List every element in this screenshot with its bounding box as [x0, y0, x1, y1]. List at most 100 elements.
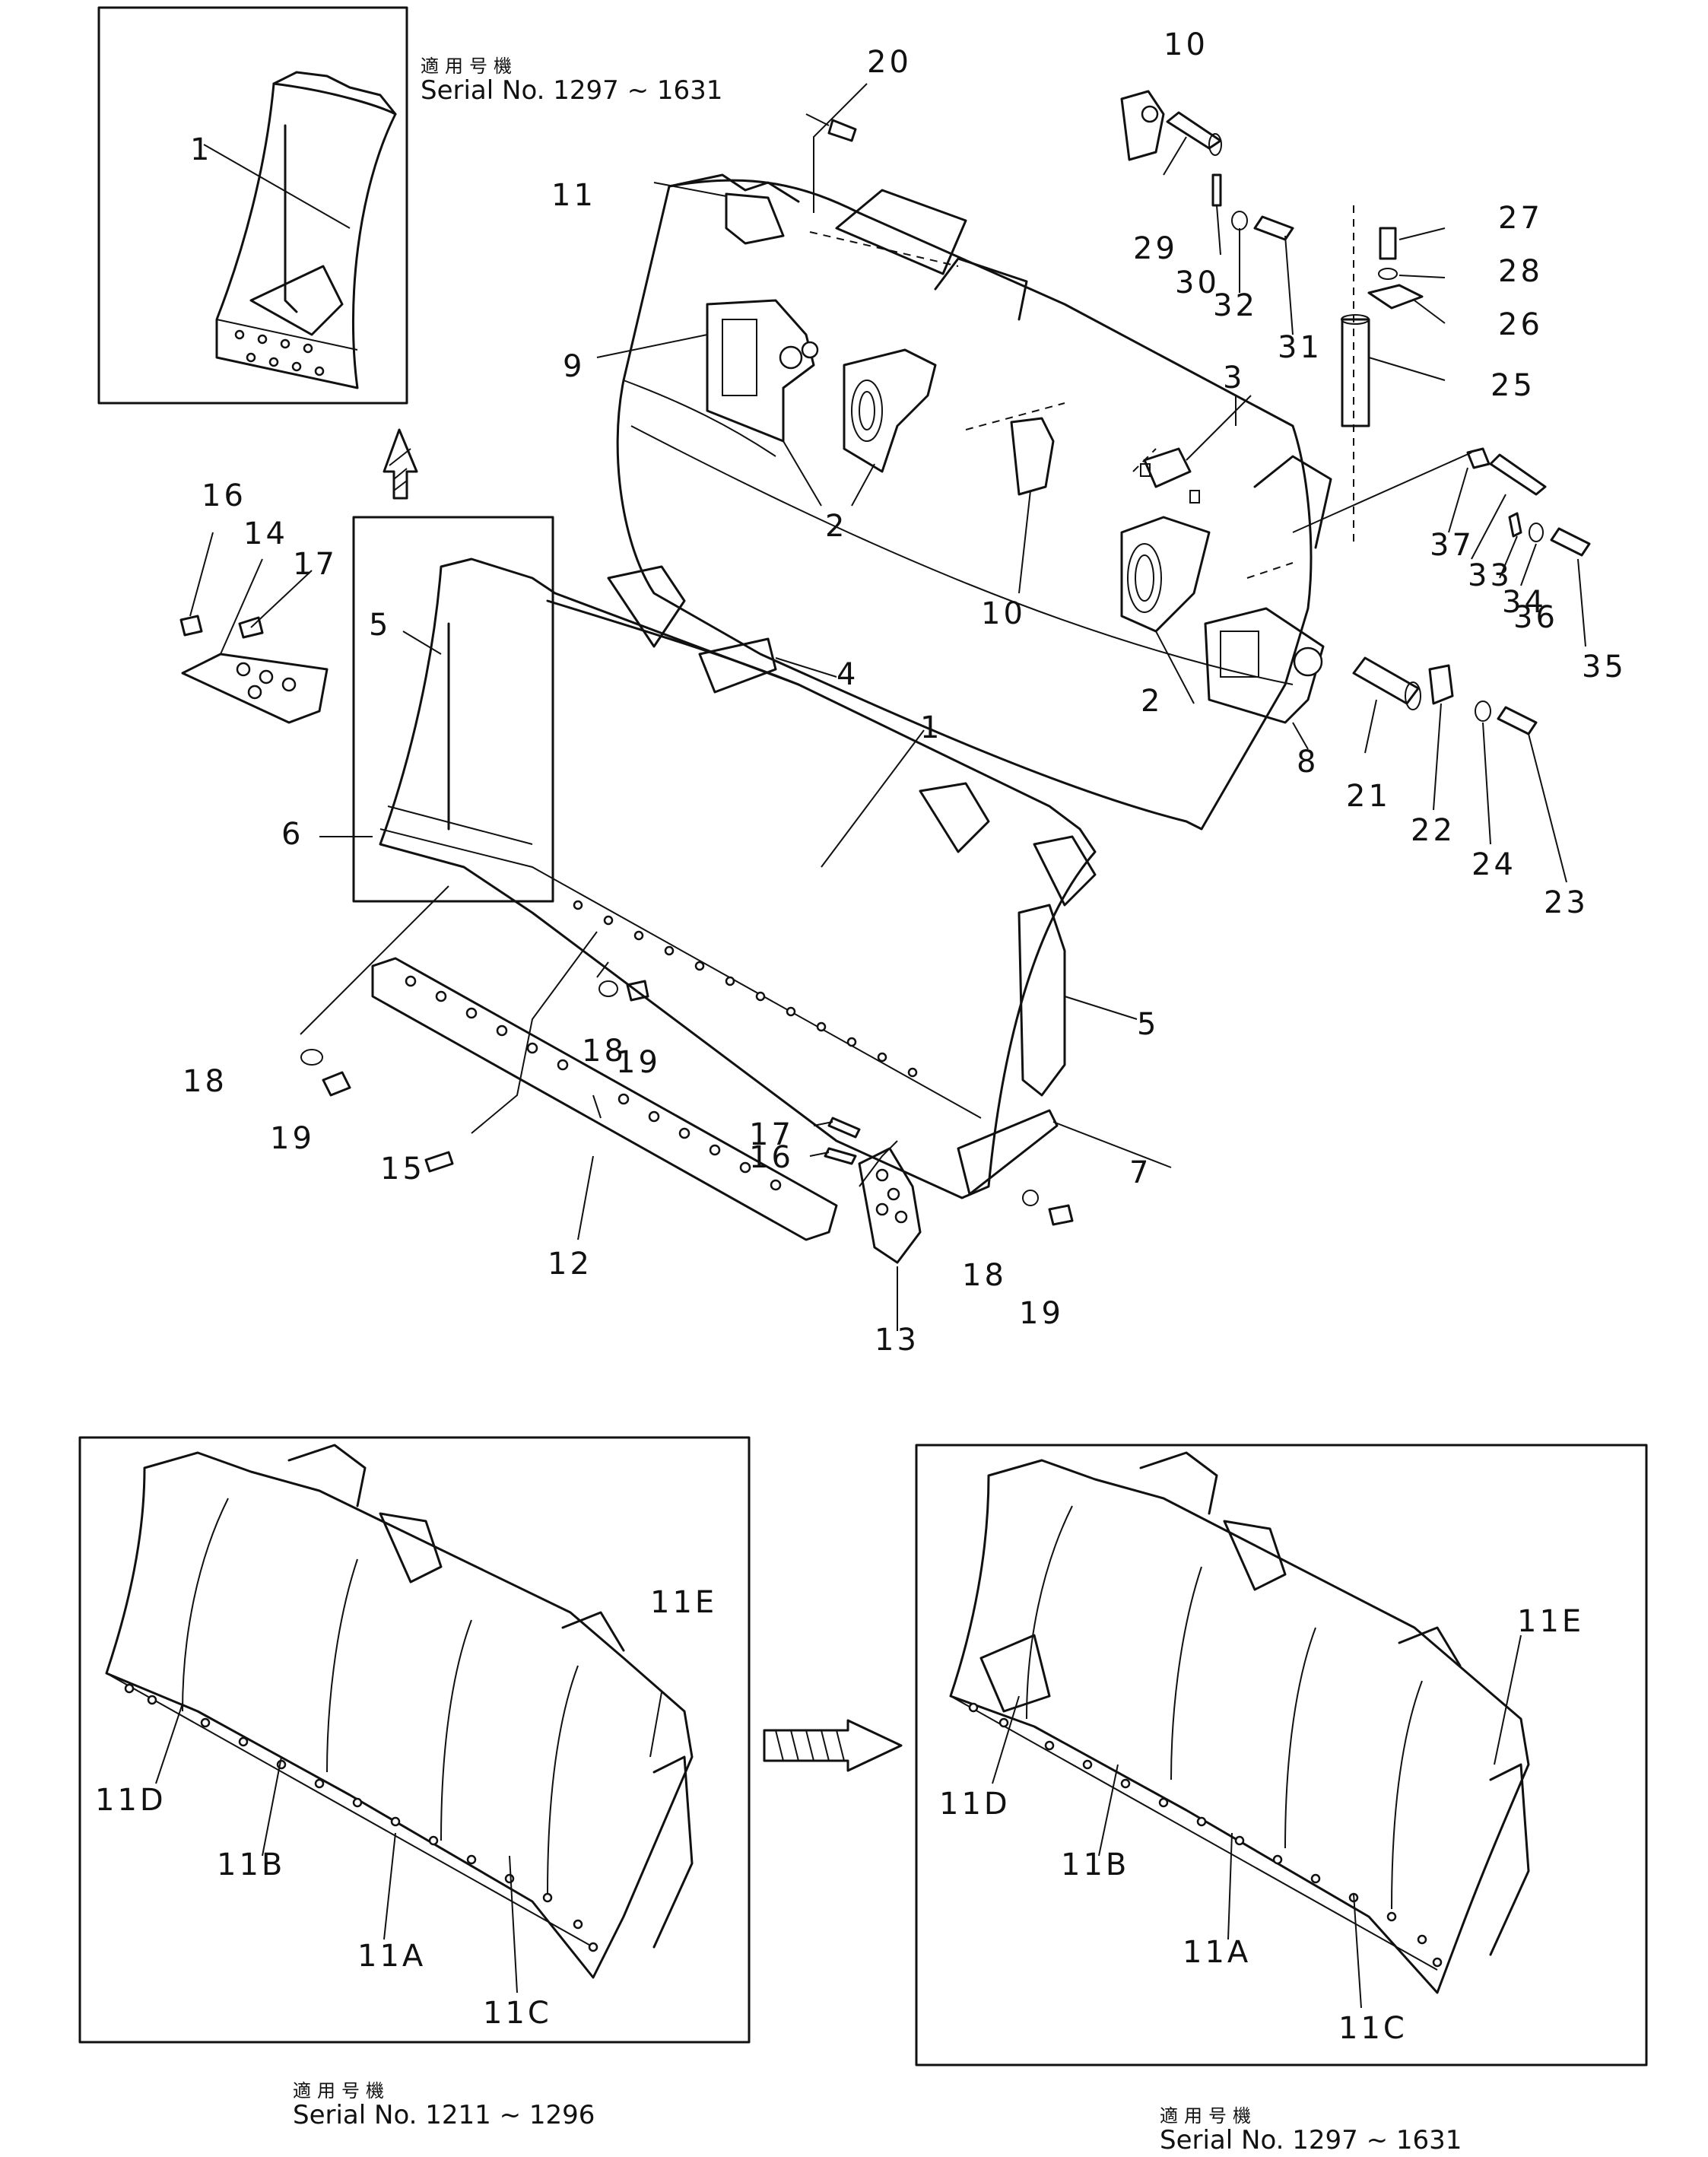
callout-37: 37 [1430, 528, 1475, 563]
bolt-23 [1497, 706, 1538, 735]
callout-21: 21 [1346, 779, 1391, 814]
callout-23: 23 [1544, 885, 1589, 920]
callout-br-11E: 11E [1517, 1604, 1584, 1639]
callout-10-mid: 10 [981, 596, 1026, 631]
callout-19-mid: 19 [616, 1045, 661, 1080]
callout-br-11D: 11D [939, 1787, 1011, 1822]
callout-5-right: 5 [1137, 1007, 1159, 1042]
callout-27: 27 [1498, 201, 1543, 236]
callout-14: 14 [243, 516, 288, 551]
callout-bl-11D: 11D [95, 1783, 167, 1818]
callout-1: 1 [920, 710, 942, 745]
callout-30: 30 [1175, 265, 1220, 300]
callout-inset-1: 1 [190, 132, 212, 167]
callout-25: 25 [1491, 368, 1535, 403]
callout-32: 32 [1213, 288, 1258, 323]
leader-lines [189, 136, 1586, 1331]
washer-18-right [1022, 1190, 1039, 1206]
washer-28 [1378, 268, 1398, 280]
bl-bolt-row [124, 1683, 598, 1952]
bolt-16 [824, 1147, 857, 1165]
plate-26 [1367, 284, 1424, 310]
grease-fitting-37 [1466, 447, 1491, 469]
cutting-edge-holes [405, 975, 782, 1191]
callout-18-right: 18 [962, 1258, 1007, 1293]
blade-rear-outline [616, 179, 1313, 831]
hatched-arrow-up [383, 428, 418, 500]
bolt-34 [1508, 512, 1522, 538]
bracket-2-lower [1120, 516, 1211, 633]
callout-10-top: 10 [1164, 27, 1208, 62]
callout-19-left: 19 [270, 1121, 315, 1156]
callout-17-right: 17 [749, 1117, 794, 1152]
bolt-30 [1211, 173, 1222, 207]
callout-2-upper: 2 [825, 509, 847, 544]
plate-3 [1143, 447, 1192, 488]
inset-bottom-right-jp-label: 適用号機 [1160, 2105, 1257, 2127]
callout-6: 6 [281, 817, 303, 852]
bolt-35 [1550, 527, 1591, 557]
callout-br-11A: 11A [1183, 1935, 1251, 1970]
inset-top-left-serial: Serial No. 1297 ~ 1631 [421, 75, 722, 106]
bolt-17 [827, 1117, 861, 1139]
inset-bottom-right-serial: Serial No. 1297 ~ 1631 [1160, 2125, 1462, 2155]
callout-28: 28 [1498, 254, 1543, 289]
callout-12: 12 [548, 1247, 592, 1282]
callout-7: 7 [1129, 1155, 1151, 1190]
nut-19-right [1048, 1204, 1074, 1226]
bolt-20 [827, 119, 857, 142]
bolt-15 [424, 1151, 454, 1173]
blade-end-outline [215, 82, 397, 389]
end-plate-5 [1017, 904, 1066, 1097]
callout-35: 35 [1582, 650, 1627, 685]
callout-16-left: 16 [202, 478, 246, 513]
callout-31: 31 [1278, 330, 1322, 365]
washer-24 [1475, 700, 1491, 722]
bolt-holes-inset [234, 329, 325, 376]
callout-22: 22 [1411, 813, 1456, 848]
callout-19-right: 19 [1019, 1296, 1064, 1331]
pin-29 [1166, 111, 1222, 150]
nut-19-mid [626, 980, 649, 1002]
callout-3: 3 [1223, 361, 1245, 396]
bracket-10-top [1120, 90, 1165, 161]
callout-13: 13 [875, 1323, 919, 1358]
callout-bl-11A: 11A [357, 1939, 426, 1974]
callout-29: 29 [1133, 231, 1178, 266]
bolt-16-left [179, 615, 203, 637]
bracket-2-upper [843, 348, 937, 473]
inset-frame-bottom-left [78, 1436, 751, 2044]
bracket-8 [1204, 607, 1325, 724]
pin-21 [1352, 656, 1420, 705]
detail-frame-end [352, 516, 554, 903]
blade-outline-bottom-right [949, 1459, 1530, 1994]
bracket-9 [706, 299, 815, 443]
callout-bl-11B: 11B [217, 1847, 285, 1882]
hatched-arrow-right [763, 1719, 903, 1772]
inset-top-left: 1 適用号機 Serial No. 1297 ~ 1631 [97, 6, 722, 405]
callout-34: 34 [1502, 585, 1547, 620]
callout-17-left: 17 [293, 547, 338, 582]
callout-bl-11C: 11C [483, 1996, 552, 2031]
callout-18-left: 18 [183, 1064, 227, 1099]
bracket-10-lower [1010, 417, 1055, 496]
callout-4: 4 [837, 657, 859, 692]
callout-8: 8 [1297, 745, 1319, 780]
plate-11 [725, 192, 785, 245]
washer-18-mid [598, 980, 618, 997]
callout-20: 20 [867, 45, 912, 80]
washer-18-left [300, 1049, 323, 1066]
bolt-17-left [238, 616, 264, 639]
callout-bl-11E: 11E [650, 1585, 717, 1620]
pin-33 [1489, 453, 1547, 496]
callout-br-11C: 11C [1338, 2011, 1408, 2046]
inset-bottom-left [78, 1436, 751, 2044]
callout-33: 33 [1468, 558, 1513, 593]
nut-19-left [322, 1071, 351, 1097]
callout-9: 9 [563, 349, 585, 384]
callout-br-11B: 11B [1061, 1847, 1129, 1882]
upper-hardware [805, 83, 1591, 735]
callout-5-left: 5 [369, 608, 391, 643]
